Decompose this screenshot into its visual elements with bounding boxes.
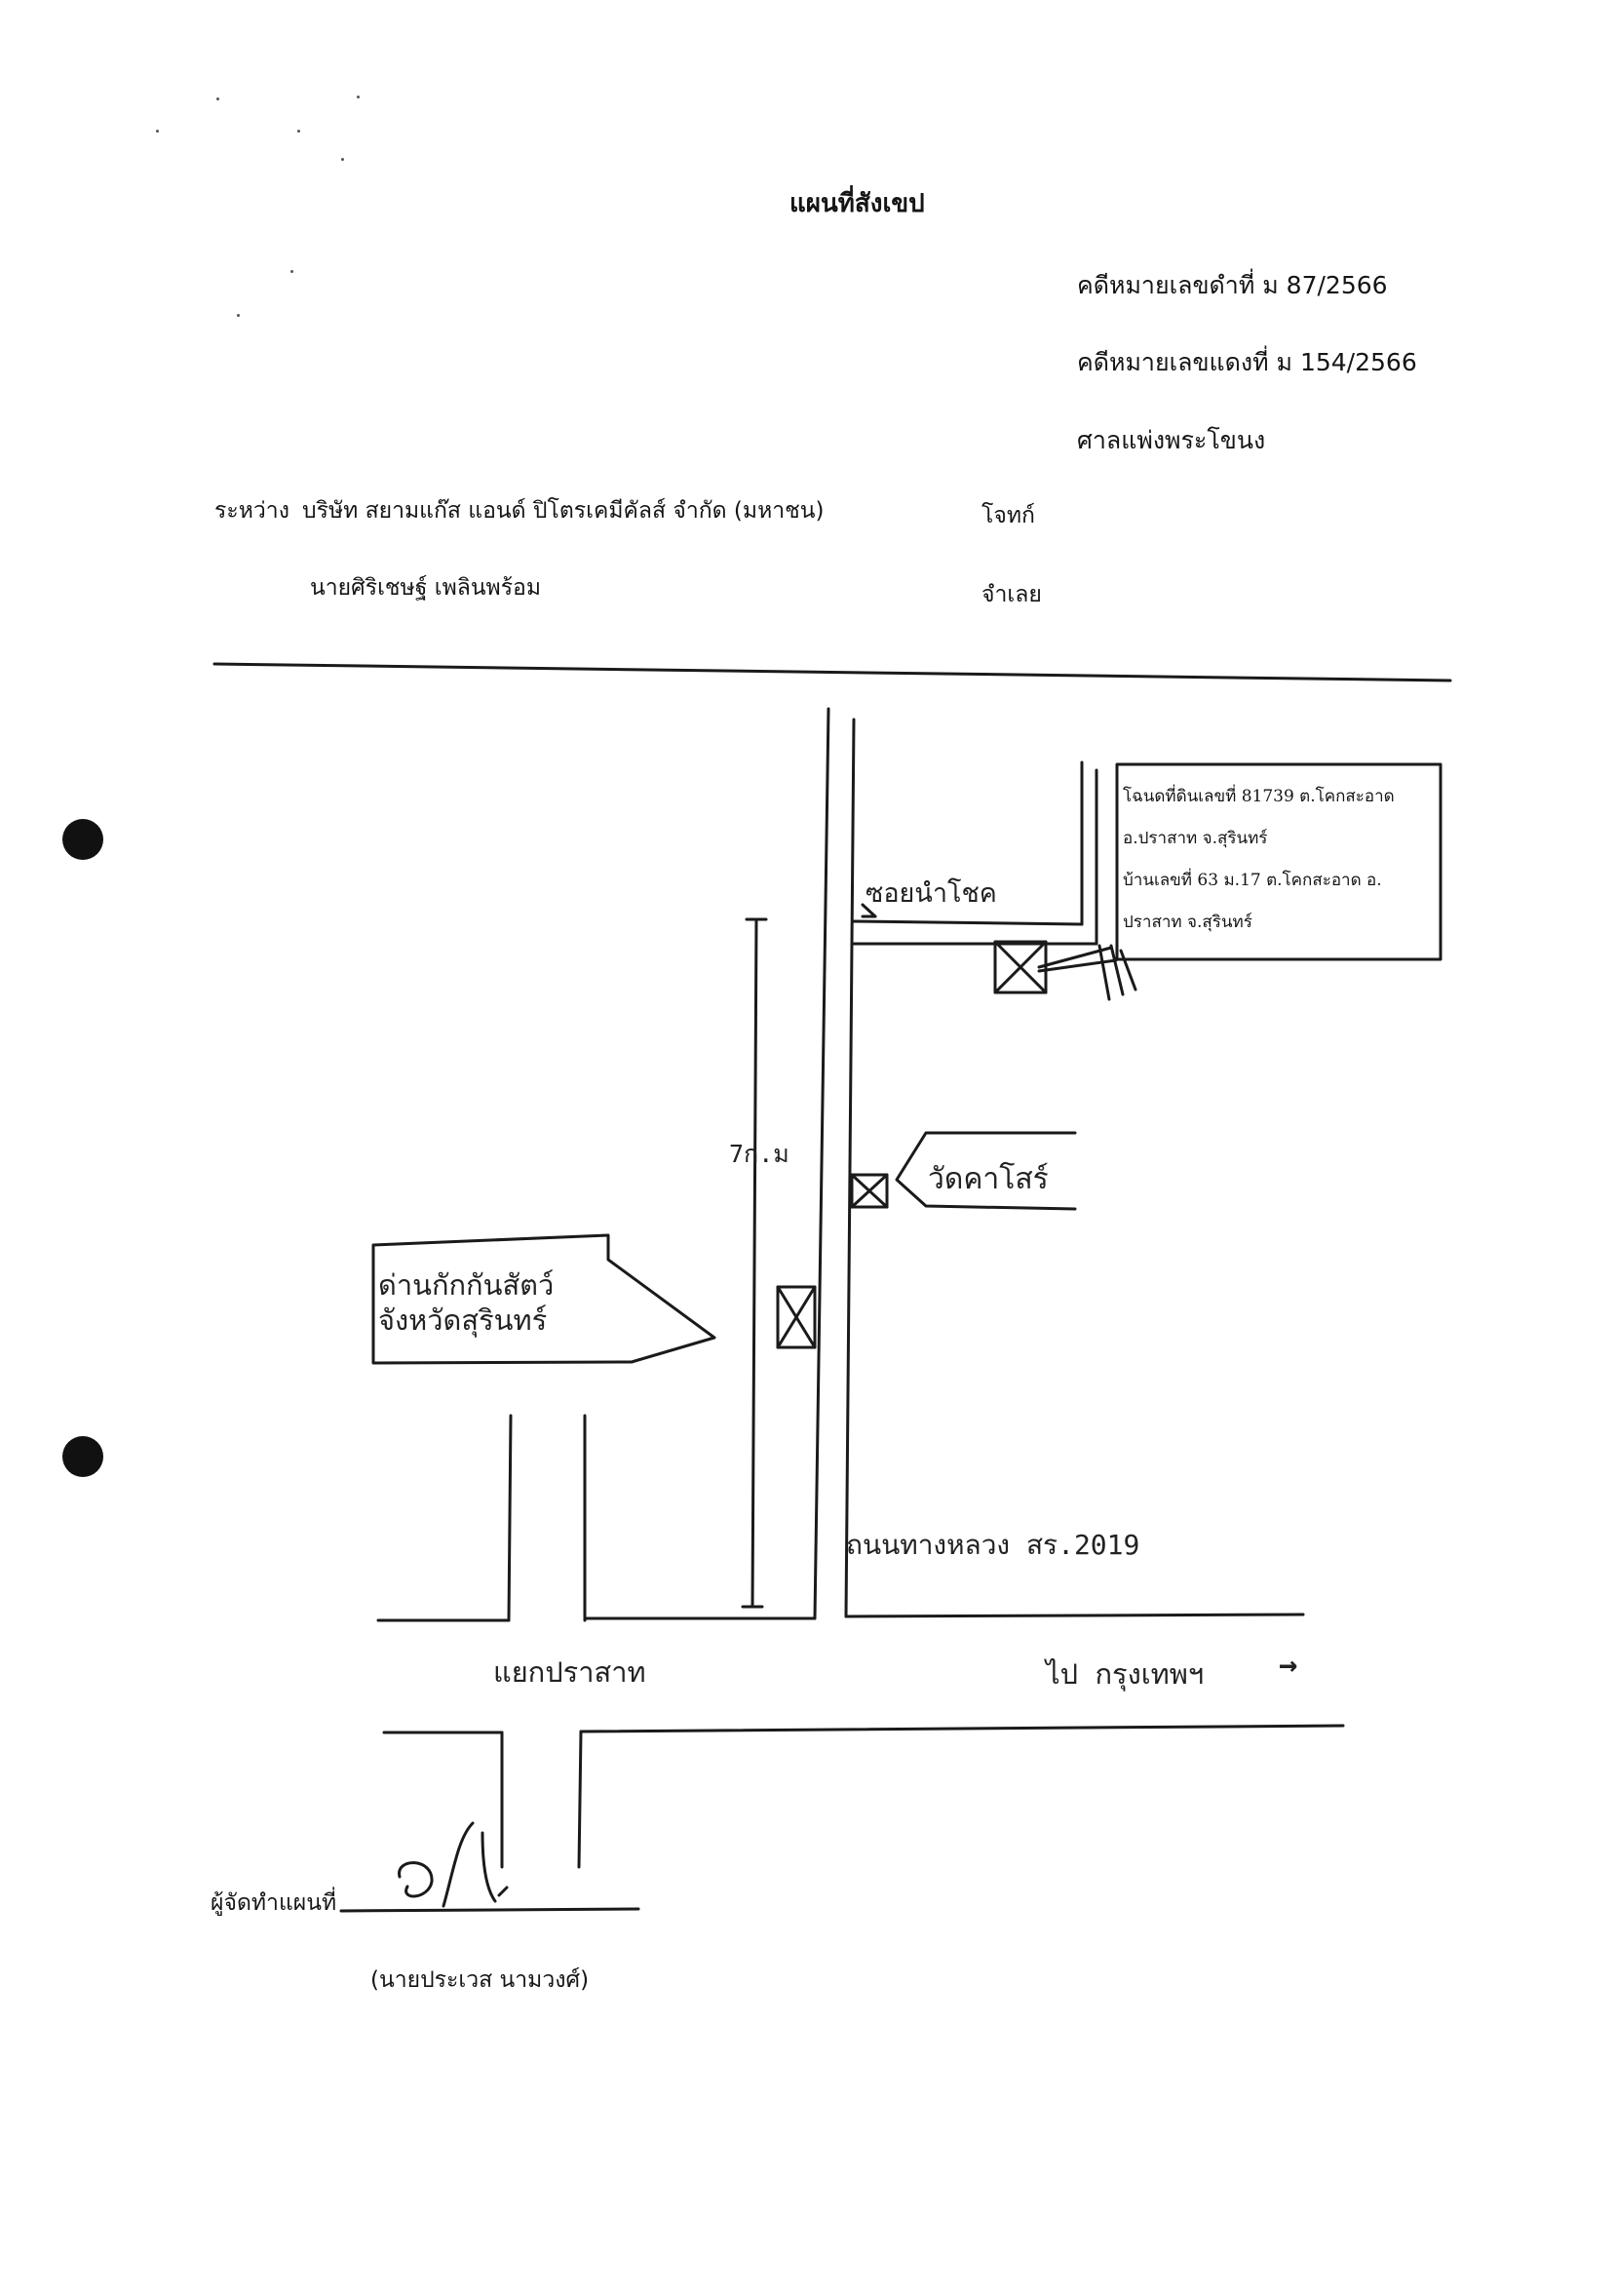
ew-road-top-right xyxy=(844,1613,1305,1618)
land-plot-marker xyxy=(993,940,1048,994)
page-title: แผนที่สังเขป xyxy=(789,189,925,218)
between-label: ระหว่าง xyxy=(214,498,289,524)
distance-label: 7ก.ม xyxy=(729,1140,789,1168)
south-road-right xyxy=(577,1730,583,1869)
checkpoint-callout xyxy=(371,1233,716,1365)
ew-road-bottom-right xyxy=(579,1724,1345,1733)
court-name: ศาลแพ่งพระโขนง xyxy=(1077,426,1266,454)
scan-speck xyxy=(237,314,240,317)
temple-label-box xyxy=(895,1131,1077,1211)
scan-speck xyxy=(357,96,360,98)
separator-line xyxy=(212,662,1452,682)
scan-speck xyxy=(341,158,344,161)
mapmaker-name: (นายประเวส นามวงศ์) xyxy=(370,1967,590,1993)
distance-marker xyxy=(750,917,758,1609)
checkpoint-marker xyxy=(776,1285,817,1349)
deed-line-3: บ้านเลขที่ 63 ม.17 ต.โคกสะอาด อ. xyxy=(1123,871,1382,890)
deed-box-text: โฉนดที่ดินเลขที่ 81739 ต.โคกสะอาด อ.ปราส… xyxy=(1123,776,1395,944)
direction-arrow-icon: → xyxy=(1279,1646,1298,1683)
plaintiff-role: โจทก์ xyxy=(981,503,1035,528)
deed-box xyxy=(1115,762,1443,961)
defendant-name: นายศิริเชษฐ์ เพลินพร้อม xyxy=(310,575,542,601)
binder-hole-top xyxy=(62,819,103,860)
scan-speck xyxy=(216,97,219,100)
deed-line-1: โฉนดที่ดินเลขที่ 81739 ต.โคกสะอาด xyxy=(1123,787,1395,806)
plaintiff-name: บริษัท สยามแก๊ส แอนด์ ปิโตรเคมีคัลส์ จำก… xyxy=(302,498,825,524)
scan-speck xyxy=(297,130,300,133)
highway-right-edge xyxy=(844,718,856,1618)
soi-edge-top xyxy=(852,919,1084,926)
deed-line-4: ปราสาท จ.สุรินทร์ xyxy=(1123,913,1252,932)
direction-label: ไป กรุงเทพฯ xyxy=(1046,1657,1205,1691)
black-case-number: คดีหมายเลขดำที่ ม 87/2566 xyxy=(1077,271,1388,299)
temple-label: วัดคาโสร์ xyxy=(928,1162,1049,1196)
checkpoint-label: ด่านกักกันสัตว์ จังหวัดสุรินทร์ xyxy=(378,1267,554,1338)
soi-label: ซอยนำโชค xyxy=(866,878,997,909)
defendant-role: จำเลย xyxy=(981,582,1042,607)
signature-line xyxy=(339,1907,640,1913)
scan-speck xyxy=(290,270,293,273)
checkpoint-line-2: จังหวัดสุรินทร์ xyxy=(378,1304,548,1337)
signature xyxy=(398,1821,509,1908)
red-case-number: คดีหมายเลขแดงที่ ม 154/2566 xyxy=(1077,348,1417,376)
junction-label: แยกปราสาท xyxy=(493,1655,646,1689)
temple-marker xyxy=(850,1173,889,1209)
soi-arrow xyxy=(861,903,877,918)
highway-label: ถนนทางหลวง สร.2019 xyxy=(846,1529,1140,1561)
checkpoint-line-1: ด่านกักกันสัตว์ xyxy=(378,1268,555,1302)
mapmaker-label: ผู้จัดทำแผนที่ xyxy=(211,1890,337,1916)
binder-hole-bottom xyxy=(62,1436,103,1477)
highway-left-edge xyxy=(813,707,830,1620)
deed-line-2: อ.ปราสาท จ.สุรินทร์ xyxy=(1123,829,1268,848)
scan-speck xyxy=(156,130,159,133)
junction-road-left xyxy=(507,1414,513,1622)
